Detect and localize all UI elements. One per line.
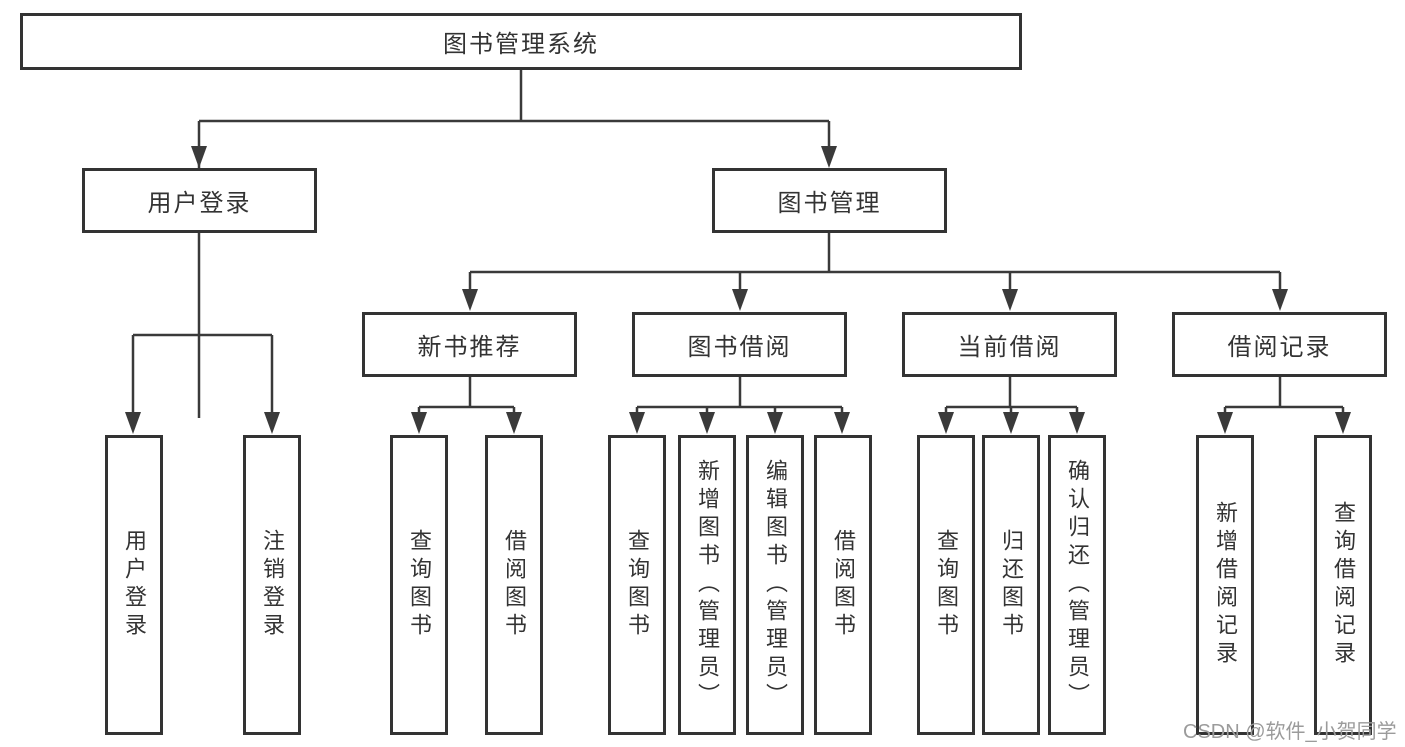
leaf-return-books: 归还图书 — [982, 435, 1040, 735]
arrowhead — [462, 289, 478, 311]
leaf-label: 查询图书 — [407, 529, 432, 641]
arrowhead — [732, 289, 748, 311]
leaf-label: 新增借阅记录 — [1213, 501, 1238, 669]
arrowhead — [699, 412, 715, 434]
node-current-borrow: 当前借阅 — [902, 312, 1117, 377]
leaf-label: 确认归还（管理员） — [1065, 459, 1090, 711]
leaf-add-books-admin: 新增图书（管理员） — [678, 435, 736, 735]
node-label: 新书推荐 — [417, 334, 522, 361]
leaf-label: 查询借阅记录 — [1331, 501, 1356, 669]
node-label: 图书借阅 — [687, 334, 792, 361]
leaf-label: 借阅图书 — [831, 529, 856, 641]
node-root: 图书管理系统 — [20, 13, 1022, 70]
leaf-label: 编辑图书（管理员） — [763, 459, 788, 711]
arrowhead — [821, 146, 837, 168]
arrowhead — [125, 412, 141, 434]
arrowhead — [629, 412, 645, 434]
leaf-label: 归还图书 — [999, 529, 1024, 641]
leaf-confirm-return-admin: 确认归还（管理员） — [1048, 435, 1106, 735]
leaf-borrow-books-recommend: 借阅图书 — [485, 435, 543, 735]
arrowhead — [264, 412, 280, 434]
arrowhead — [1002, 289, 1018, 311]
leaf-label: 注销登录 — [260, 529, 285, 641]
node-label: 图书管理 — [777, 190, 882, 217]
node-user-login: 用户登录 — [82, 168, 317, 233]
leaf-label: 查询图书 — [625, 529, 650, 641]
watermark: CSDN @软件_小贺同学 — [1183, 721, 1397, 743]
leaf-query-borrow-record: 查询借阅记录 — [1314, 435, 1372, 735]
leaf-query-books-recommend: 查询图书 — [390, 435, 448, 735]
arrowhead — [1069, 412, 1085, 434]
leaf-query-books-current: 查询图书 — [917, 435, 975, 735]
arrowhead — [1335, 412, 1351, 434]
leaf-label: 借阅图书 — [502, 529, 527, 641]
arrowhead — [506, 412, 522, 434]
leaf-label: 新增图书（管理员） — [695, 459, 720, 711]
arrowhead — [1272, 289, 1288, 311]
leaf-label: 用户登录 — [122, 529, 147, 641]
node-book-borrow: 图书借阅 — [632, 312, 847, 377]
node-label: 当前借阅 — [957, 334, 1062, 361]
leaf-user-login: 用户登录 — [105, 435, 163, 735]
node-new-book-recommend: 新书推荐 — [362, 312, 577, 377]
leaf-add-borrow-record: 新增借阅记录 — [1196, 435, 1254, 735]
leaf-edit-books-admin: 编辑图书（管理员） — [746, 435, 804, 735]
arrowhead — [1003, 412, 1019, 434]
leaf-label: 查询图书 — [934, 529, 959, 641]
leaf-logout-login: 注销登录 — [243, 435, 301, 735]
node-book-management: 图书管理 — [712, 168, 947, 233]
node-label: 用户登录 — [147, 190, 252, 217]
leaf-borrow-books: 借阅图书 — [814, 435, 872, 735]
node-label: 借阅记录 — [1227, 334, 1332, 361]
arrowhead — [938, 412, 954, 434]
node-label: 图书管理系统 — [443, 31, 599, 58]
arrowhead — [1217, 412, 1233, 434]
arrowhead — [191, 146, 207, 168]
arrowhead — [411, 412, 427, 434]
node-borrow-records: 借阅记录 — [1172, 312, 1387, 377]
arrowhead — [767, 412, 783, 434]
arrowhead — [834, 412, 850, 434]
leaf-query-books-borrow: 查询图书 — [608, 435, 666, 735]
